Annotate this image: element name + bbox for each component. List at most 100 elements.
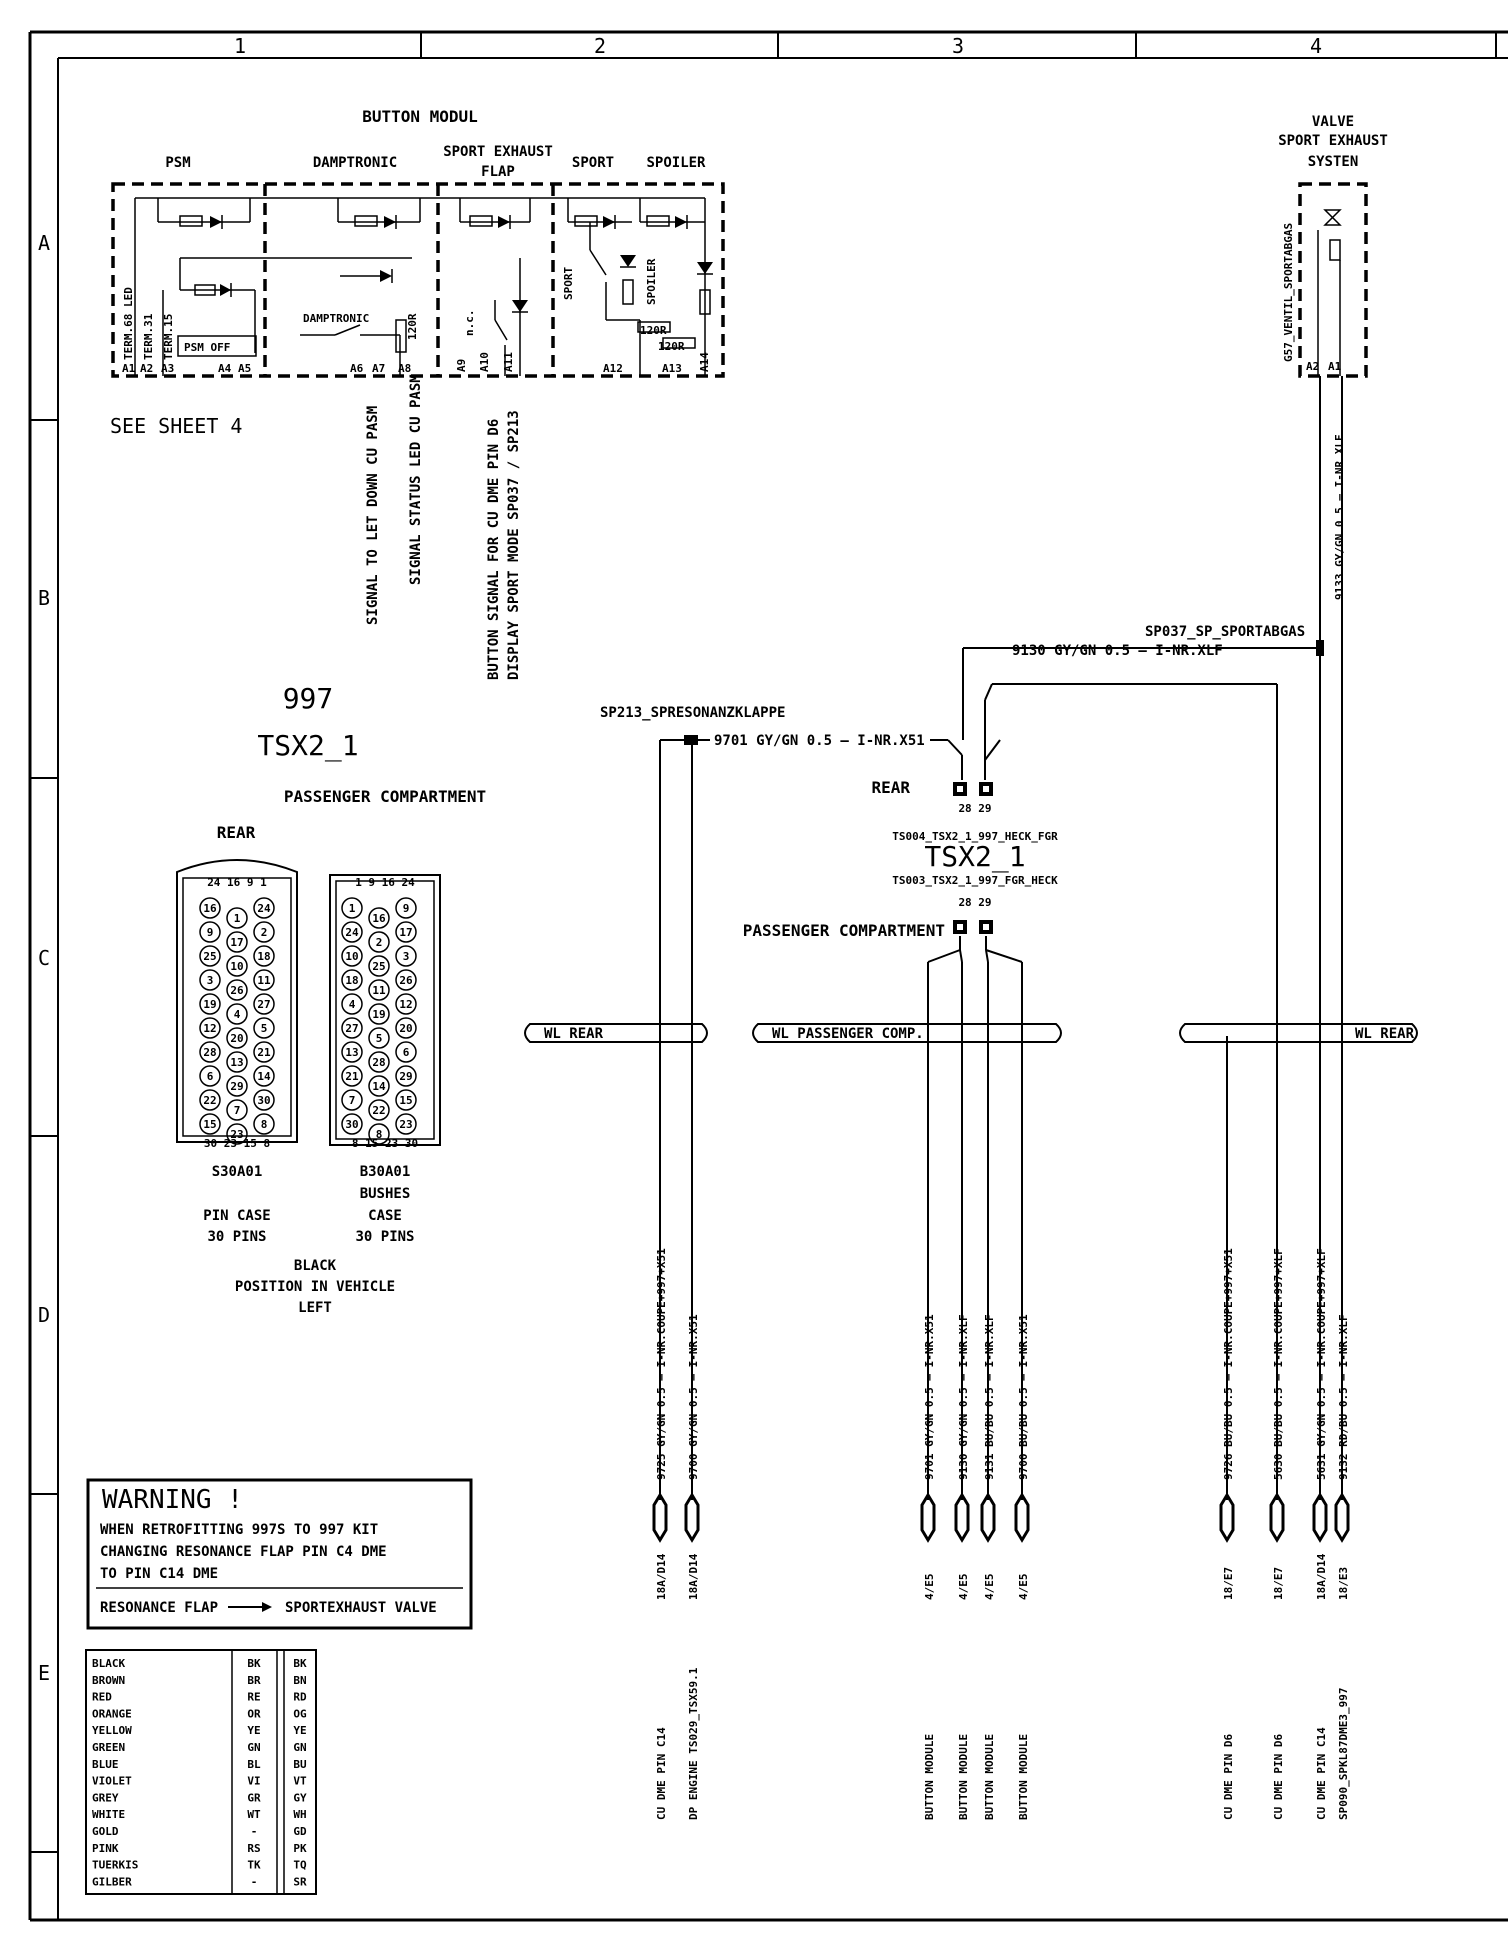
wire-reference: 4/E5 — [957, 1574, 970, 1601]
pin-case-pin-number: 27 — [257, 998, 270, 1011]
row-label-b: B — [38, 586, 50, 610]
wire-terminal-icon — [980, 1492, 996, 1543]
pin-case-pin-number: 25 — [203, 950, 216, 963]
color-name: RED — [92, 1691, 112, 1704]
color-code-de: WT — [247, 1808, 261, 1821]
pin-case-pin — [226, 931, 248, 953]
color-code-de: YE — [247, 1724, 260, 1737]
color-code-de: - — [251, 1875, 258, 1888]
pin-case-pin — [226, 1075, 248, 1097]
bushes-pin — [368, 907, 390, 929]
wire-destination: BUTTON MODULE — [923, 1734, 936, 1820]
wire-label: 9700 GY/GN 0.5 — I-NR.X51 — [687, 1314, 700, 1480]
valve-title-line-1: VALVE — [1312, 114, 1354, 130]
pin-a13: A13 — [662, 362, 682, 375]
bushes-case-line-2: CASE — [368, 1208, 402, 1224]
pin-case-pin-number: 20 — [230, 1032, 243, 1045]
bushes-case-pin-grid: 1169242171025318112641912275201328621142… — [341, 897, 417, 1145]
pin-case-pin — [226, 955, 248, 977]
warning-line-1: WHEN RETROFITTING 997S TO 997 KIT — [100, 1522, 378, 1538]
pin-a6: A6 — [350, 362, 364, 375]
row-label-e: E — [38, 1661, 50, 1685]
pin-case-pin — [253, 1017, 275, 1039]
valve-icon — [1323, 209, 1342, 226]
pin-a2: A2 — [140, 362, 153, 375]
term-31-label: TERM.31 — [142, 313, 155, 360]
resistor-120r-label-2: 120R — [640, 324, 667, 337]
pin-case-pin-number: 23 — [230, 1128, 243, 1141]
color-code-en: GN — [293, 1741, 306, 1754]
pin-a10: A10 — [478, 352, 491, 372]
bushes-pin — [395, 921, 417, 943]
bushes-pin-number: 13 — [345, 1046, 358, 1059]
pin-case-pin — [226, 1051, 248, 1073]
bushes-pin — [368, 1099, 390, 1121]
bushes-pin-number: 15 — [399, 1094, 412, 1107]
color-code-en: GY — [293, 1791, 307, 1804]
pin-case-pin-number: 29 — [230, 1080, 243, 1093]
bushes-pin — [395, 1041, 417, 1063]
pin-case-pin-number: 3 — [207, 974, 214, 987]
tsx-name-label: TSX2_1 — [924, 840, 1025, 874]
wire-destination: DP ENGINE TS029_TSX59.1 — [687, 1667, 700, 1820]
bushes-bottom-numbers: 8 15 23 30 — [352, 1137, 418, 1150]
bushes-pin — [341, 1089, 363, 1111]
connector-location: PASSENGER COMPARTMENT — [284, 787, 486, 806]
wire-label: 9132 RD/BU 0.5 — I-NR.XLF — [1337, 1314, 1350, 1480]
bushes-pin — [368, 1075, 390, 1097]
drawing-frame — [28, 30, 1508, 1922]
bushes-pin-number: 25 — [372, 960, 385, 973]
wl-rear-right-label: WL REAR — [1355, 1026, 1415, 1042]
color-code-de: GN — [247, 1741, 260, 1754]
warning-resonance-flap: RESONANCE FLAP — [100, 1600, 218, 1616]
pin-a14: A14 — [698, 352, 711, 372]
warning-line-2: CHANGING RESONANCE FLAP PIN C4 DME — [100, 1544, 387, 1560]
bushes-pin — [341, 993, 363, 1015]
wire-label: 9725 GY/GN 0.5 — I-NR.COUPE+997+X51 — [655, 1248, 668, 1480]
wire-terminal-icon — [684, 1492, 700, 1543]
pin-a4: A4 — [218, 362, 232, 375]
pin-case-pin-number: 8 — [261, 1118, 268, 1131]
color-name: GILBER — [92, 1875, 132, 1888]
pin-case-pin-number: 10 — [230, 960, 243, 973]
wire-destination: SP090_SPKL87DME3_997 — [1337, 1688, 1350, 1820]
pin-case-code: S30A01 — [212, 1164, 263, 1180]
pin-case-pin — [253, 1089, 275, 1111]
color-code-de: VI — [247, 1775, 260, 1788]
pin-case-pin — [226, 1099, 248, 1121]
pin-case-pin-number: 13 — [230, 1056, 243, 1069]
color-code-en: RD — [293, 1691, 307, 1704]
color-code-en: BN — [293, 1674, 306, 1687]
pin-case-line-1: PIN CASE — [203, 1208, 270, 1224]
bushes-pin — [368, 1051, 390, 1073]
bushes-pin — [341, 897, 363, 919]
wire-terminal-icon — [1334, 1492, 1350, 1543]
pin-case-pin — [199, 1065, 221, 1087]
led-icon — [340, 269, 393, 283]
wire-terminal-icon — [1014, 1492, 1030, 1543]
wire-reference: 18A/D14 — [1315, 1553, 1328, 1600]
bushes-pin-number: 12 — [399, 998, 412, 1011]
tsx-pin-numbers-lower: 28 29 — [958, 896, 991, 909]
position-line-3: LEFT — [298, 1300, 332, 1316]
pin-case-pin-number: 16 — [203, 902, 217, 915]
wire-reference: 18A/D14 — [687, 1553, 700, 1600]
wire-reference: 18/E7 — [1272, 1567, 1285, 1600]
bushes-pin-number: 1 — [349, 902, 356, 915]
color-code-en: TQ — [293, 1859, 307, 1872]
valve-title-line-2: SPORT EXHAUST — [1278, 133, 1388, 149]
bushes-pin — [341, 1065, 363, 1087]
signal-status-led-pasm: SIGNAL STATUS LED CU PASM — [408, 374, 424, 585]
bushes-pin — [341, 921, 363, 943]
row-label-d: D — [38, 1303, 50, 1327]
pin-case-pin — [253, 1065, 275, 1087]
valve-wire-label: 9133 GY/GN 0.5 — I-NR.XLF — [1333, 434, 1346, 600]
pin-case-pin-grid: 1612491722510183261119427122052813216291… — [199, 897, 275, 1145]
pin-case-pin-number: 17 — [230, 936, 243, 949]
bushes-pin-number: 27 — [345, 1022, 358, 1035]
bushes-pin-number: 16 — [372, 912, 386, 925]
pin-a12: A12 — [603, 362, 623, 375]
bushes-pin — [395, 945, 417, 967]
bushes-pin-number: 19 — [372, 1008, 385, 1021]
sp037-wire-label: 9130 GY/GN 0.5 — I-NR.XLF — [1012, 643, 1223, 659]
